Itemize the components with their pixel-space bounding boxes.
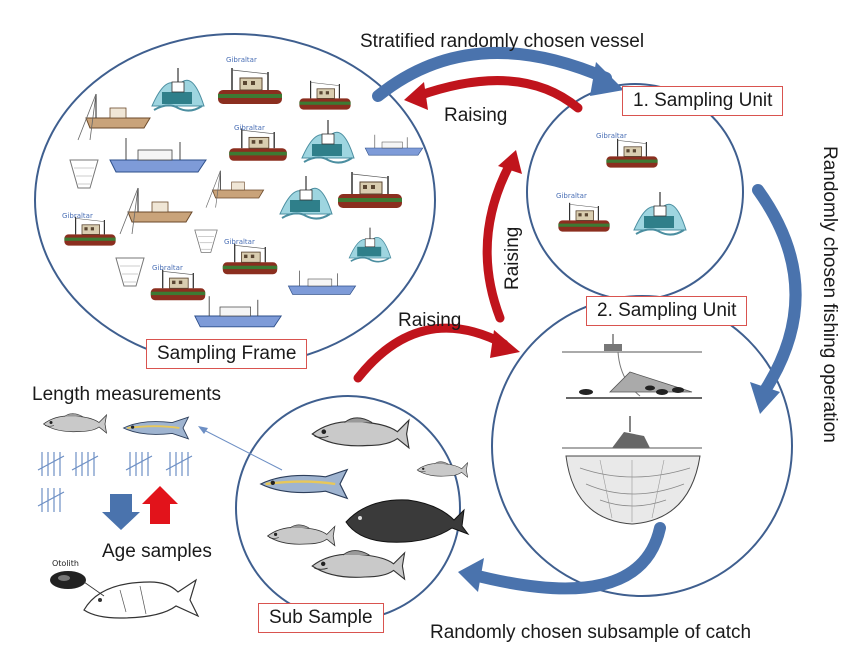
svg-text:Otolith: Otolith xyxy=(52,559,79,568)
svg-text:Gibraltar: Gibraltar xyxy=(234,124,265,132)
svg-text:Gibraltar: Gibraltar xyxy=(224,238,255,246)
blue-arrow-right xyxy=(750,184,802,414)
sampling-frame-box: Sampling Frame xyxy=(146,339,308,369)
length-measurement-fish xyxy=(43,413,190,440)
svg-text:Gibraltar: Gibraltar xyxy=(226,56,257,64)
top-arrow-label: Stratified randomly chosen vessel xyxy=(360,31,645,52)
red-arrow-vertical-raising xyxy=(482,150,522,323)
bottom-arrow-label: Randomly chosen subsample of catch xyxy=(430,622,752,643)
svg-text:Gibraltar: Gibraltar xyxy=(596,132,627,140)
blue-arrow-top xyxy=(372,46,624,102)
measure-pointer-line xyxy=(199,427,283,471)
sampling-unit-1-box: 1. Sampling Unit xyxy=(622,86,784,116)
raising-mid-label: Raising xyxy=(398,310,462,331)
measure-pointer-head xyxy=(198,426,208,434)
sub-sample-box: Sub Sample xyxy=(258,603,384,633)
red-arrow-age-up xyxy=(142,486,178,524)
vessel-tags: Gibraltar Gibraltar Gibraltar Gibraltar … xyxy=(62,56,627,272)
otolith-fish-drawing: Otolith xyxy=(50,559,200,619)
age-samples-label: Age samples xyxy=(102,541,212,562)
fishing-operation-illustration xyxy=(562,334,702,525)
sampling-unit-2-box: 2. Sampling Unit xyxy=(586,296,748,326)
length-measurements-label: Length measurements xyxy=(32,384,222,405)
raising-vertical-label: Raising xyxy=(502,226,523,290)
tally-marks xyxy=(37,452,193,512)
right-vertical-label: Randomly chosen fishing operation xyxy=(819,146,840,443)
blue-arrow-bottom xyxy=(458,522,666,595)
red-arrow-mid-raising xyxy=(353,323,520,383)
svg-text:Gibraltar: Gibraltar xyxy=(62,212,93,220)
red-arrow-top-raising xyxy=(404,76,583,113)
raising-top-label: Raising xyxy=(444,105,508,126)
blue-arrow-age-down xyxy=(102,494,140,530)
svg-text:Gibraltar: Gibraltar xyxy=(152,264,183,272)
svg-text:Gibraltar: Gibraltar xyxy=(556,192,587,200)
